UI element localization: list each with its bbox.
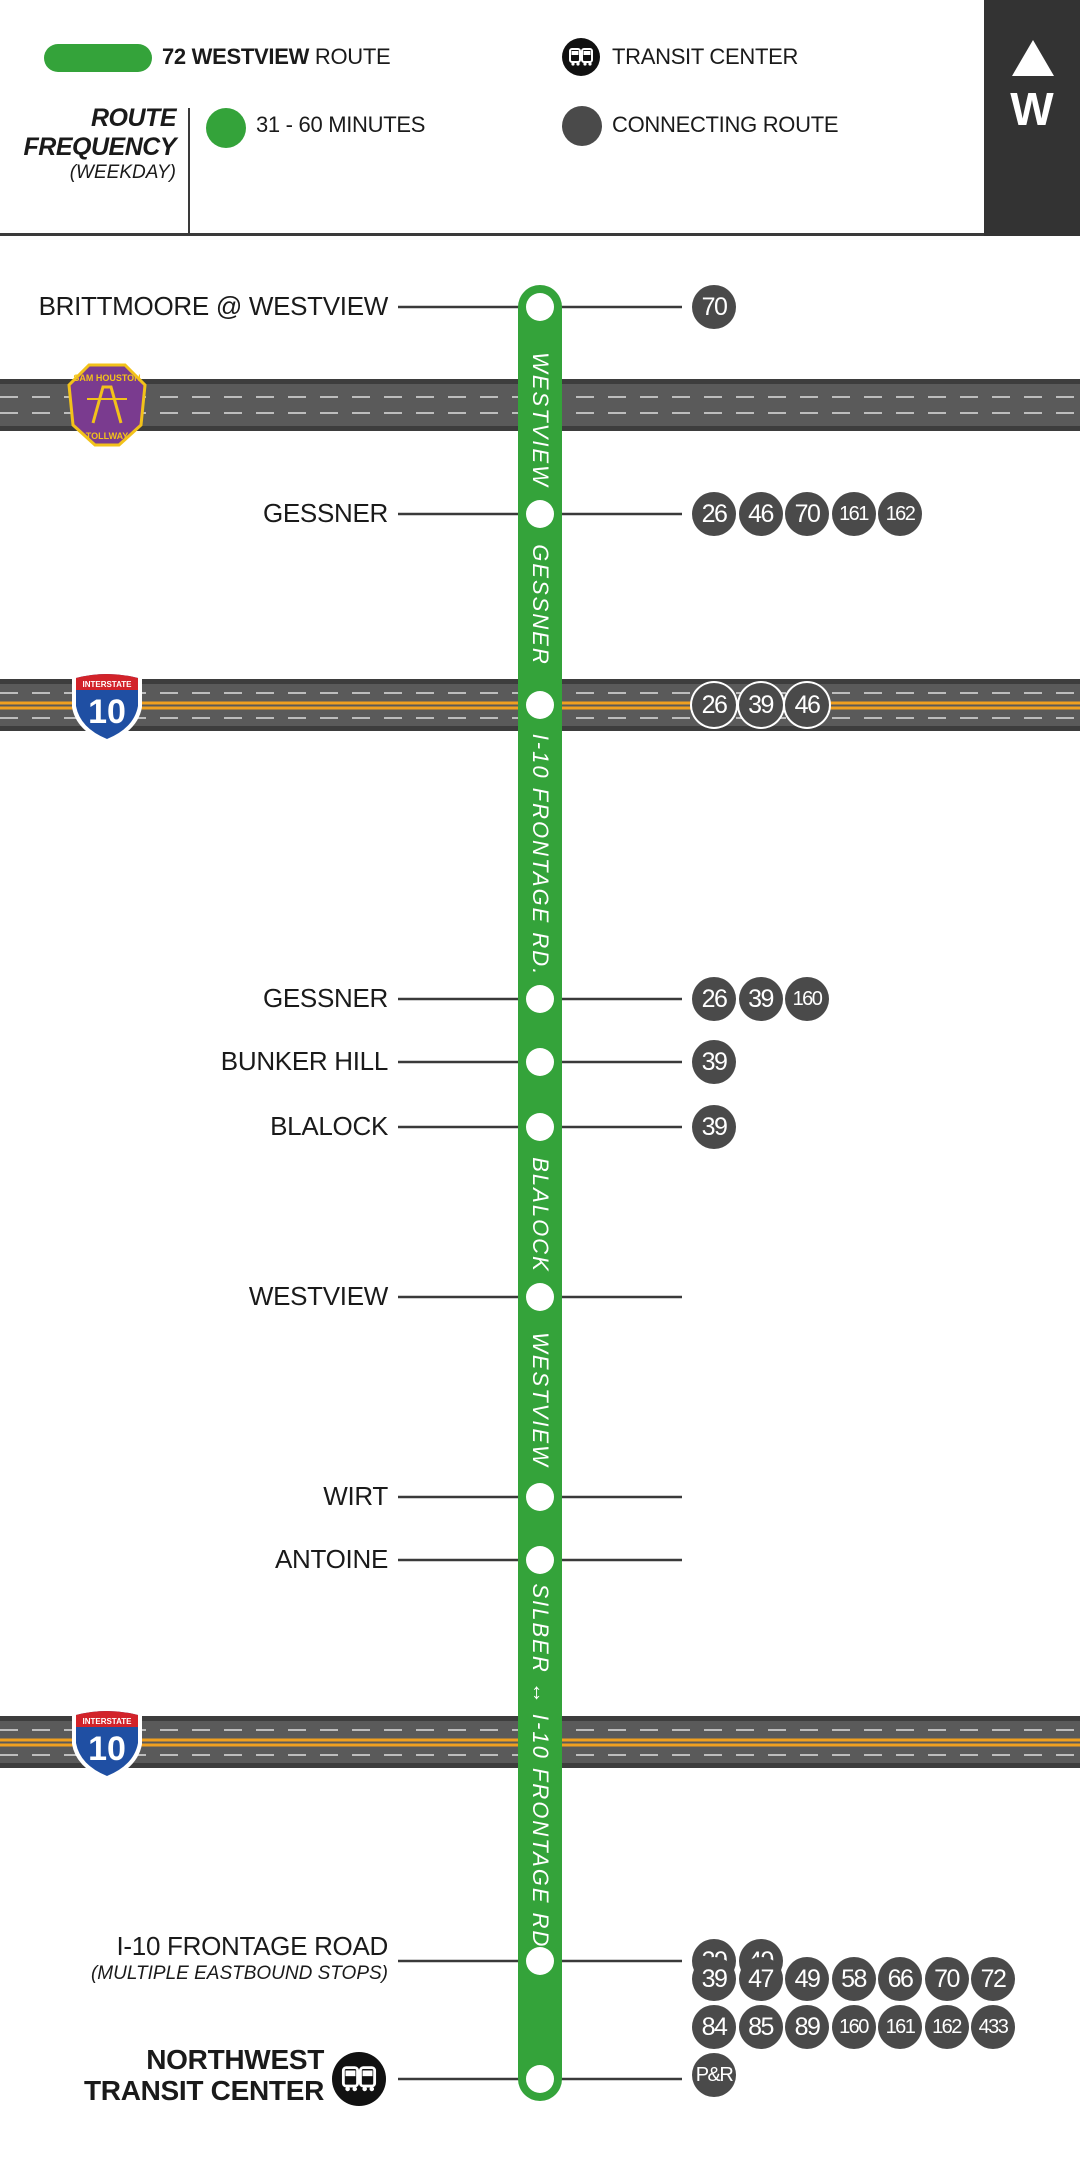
- legend-rule: [0, 233, 1080, 236]
- connecting-route-badge: P&R: [692, 2053, 736, 2097]
- interstate-label: INTERSTATE: [82, 680, 132, 689]
- connecting-route-badge: 46: [738, 492, 783, 536]
- frequency-title-1: ROUTE: [91, 104, 177, 132]
- connecting-route-badge: 72: [971, 1957, 1015, 2001]
- stop-name: BLALOCK: [270, 1111, 388, 1141]
- frequency-title-2: FREQUENCY: [23, 132, 177, 161]
- connecting-route-badge: 160: [831, 2005, 876, 2049]
- connecting-route-badge: 161: [831, 492, 876, 536]
- stop-name: GESSNER: [262, 983, 388, 1013]
- stop-marker: [526, 1483, 554, 1511]
- frequency-swatch: [206, 108, 246, 148]
- connecting-route-badge: 84: [692, 2005, 736, 2049]
- segment-street-label: WESTVIEW: [528, 1332, 553, 1468]
- connecting-route-badge: 162: [924, 2005, 969, 2049]
- connecting-route-swatch: [562, 106, 602, 146]
- legend-divider: [188, 108, 190, 234]
- stop-name: WIRT: [323, 1481, 388, 1511]
- connecting-route-badge: 433: [971, 2005, 1015, 2049]
- segment-street-label: I-10 FRONTAGE RD.: [528, 733, 553, 977]
- connecting-route-badge: 39: [692, 1105, 736, 1149]
- stop-name: GESSNER: [262, 498, 388, 528]
- stop-name: I-10 FRONTAGE ROAD: [116, 1931, 389, 1961]
- route-legend-label: 72 WESTVIEW ROUTE: [162, 44, 391, 70]
- stop-sub-note: (MULTIPLE EASTBOUND STOPS): [90, 1963, 388, 1984]
- route-word: ROUTE: [314, 44, 391, 69]
- frequency-sub: (WEEKDAY): [69, 161, 176, 183]
- tollway-top-text: SAM HOUSTON: [73, 373, 140, 383]
- terminal-name-line-2: TRANSIT CENTER: [83, 2074, 324, 2106]
- connecting-route-badge: 70: [692, 285, 736, 329]
- stop-marker: [526, 1048, 554, 1076]
- connecting-route-badge: 70: [785, 492, 829, 536]
- interstate-10-shield-icon: INTERSTATE 10: [72, 1707, 142, 1780]
- stop-marker: [526, 1947, 554, 1975]
- stop-marker: [526, 2065, 554, 2093]
- connecting-route-badge: 26: [692, 492, 736, 536]
- stop-marker: [526, 691, 554, 719]
- connecting-route-badge: 49: [785, 1957, 829, 2001]
- stop-marker: [526, 985, 554, 1013]
- transit-center-icon: [332, 2052, 386, 2106]
- transit-center-icon: [562, 38, 600, 76]
- tollway-bottom-text: TOLLWAY: [86, 431, 129, 441]
- route-line-swatch: [44, 44, 152, 72]
- route-frequency-heading: ROUTE FREQUENCY (WEEKDAY): [23, 104, 177, 183]
- connecting-route-badge: 58: [831, 1957, 876, 2001]
- connecting-route-badge: 39: [692, 1040, 736, 1084]
- connecting-route-badge: 26: [692, 977, 736, 1021]
- route-number-name: 72 WESTVIEW: [162, 44, 310, 69]
- interstate-number: 10: [88, 1730, 126, 1768]
- stop-marker: [526, 500, 554, 528]
- direction-indicator: W: [984, 0, 1080, 236]
- transit-center-legend-label: TRANSIT CENTER: [612, 44, 799, 69]
- connecting-route-badge: 160: [785, 977, 829, 1021]
- segment-street-label: SILBER ↔ I-10 FRONTAGE RD.: [528, 1583, 553, 1957]
- direction-letter: W: [1010, 83, 1054, 135]
- connecting-route-legend-label: CONNECTING ROUTE: [612, 112, 839, 137]
- connecting-route-badge: 39: [738, 977, 783, 1021]
- stop-marker: [526, 1283, 554, 1311]
- connecting-route-badge: 47: [738, 1957, 783, 2001]
- connecting-route-badge: 161: [878, 2005, 922, 2049]
- connecting-route-badge: 85: [738, 2005, 783, 2049]
- connecting-route-badge: 66: [878, 1957, 922, 2001]
- segment-street-label: WESTVIEW: [528, 352, 553, 488]
- interstate-10-shield-icon: INTERSTATE 10: [72, 670, 142, 743]
- segment-street-label: GESSNER: [528, 544, 553, 666]
- stop-name: ANTOINE: [275, 1544, 388, 1574]
- connecting-route-badge: 89: [785, 2005, 829, 2049]
- connecting-route-badge: 39: [692, 1957, 736, 2001]
- interstate-number: 10: [88, 693, 126, 731]
- connecting-route-badge: 162: [878, 492, 922, 536]
- north-arrow-icon: [1012, 40, 1054, 76]
- terminal-name-line-1: NORTHWEST: [146, 2044, 324, 2075]
- stop-name: BRITTMOORE @ WESTVIEW: [38, 291, 389, 321]
- interstate-label: INTERSTATE: [82, 1717, 132, 1726]
- segment-street-label: BLALOCK: [528, 1157, 553, 1273]
- stop-name: BUNKER HILL: [220, 1046, 389, 1076]
- stop-name: WESTVIEW: [248, 1281, 388, 1311]
- legend: 72 WESTVIEW ROUTE TRANSIT CENTER ROUTE F…: [0, 0, 1080, 236]
- connecting-route-badge: 46: [785, 683, 829, 727]
- stop-marker: [526, 293, 554, 321]
- stop-marker: [526, 1546, 554, 1574]
- frequency-value: 31 - 60 MINUTES: [256, 112, 426, 137]
- connecting-route-badge: 70: [924, 1957, 969, 2001]
- stop-marker: [526, 1113, 554, 1141]
- connecting-route-badge: 26: [692, 683, 736, 727]
- sam-houston-tollway-shield-icon: SAM HOUSTON TOLLWAY: [67, 363, 147, 447]
- connecting-route-badge: 39: [738, 683, 783, 727]
